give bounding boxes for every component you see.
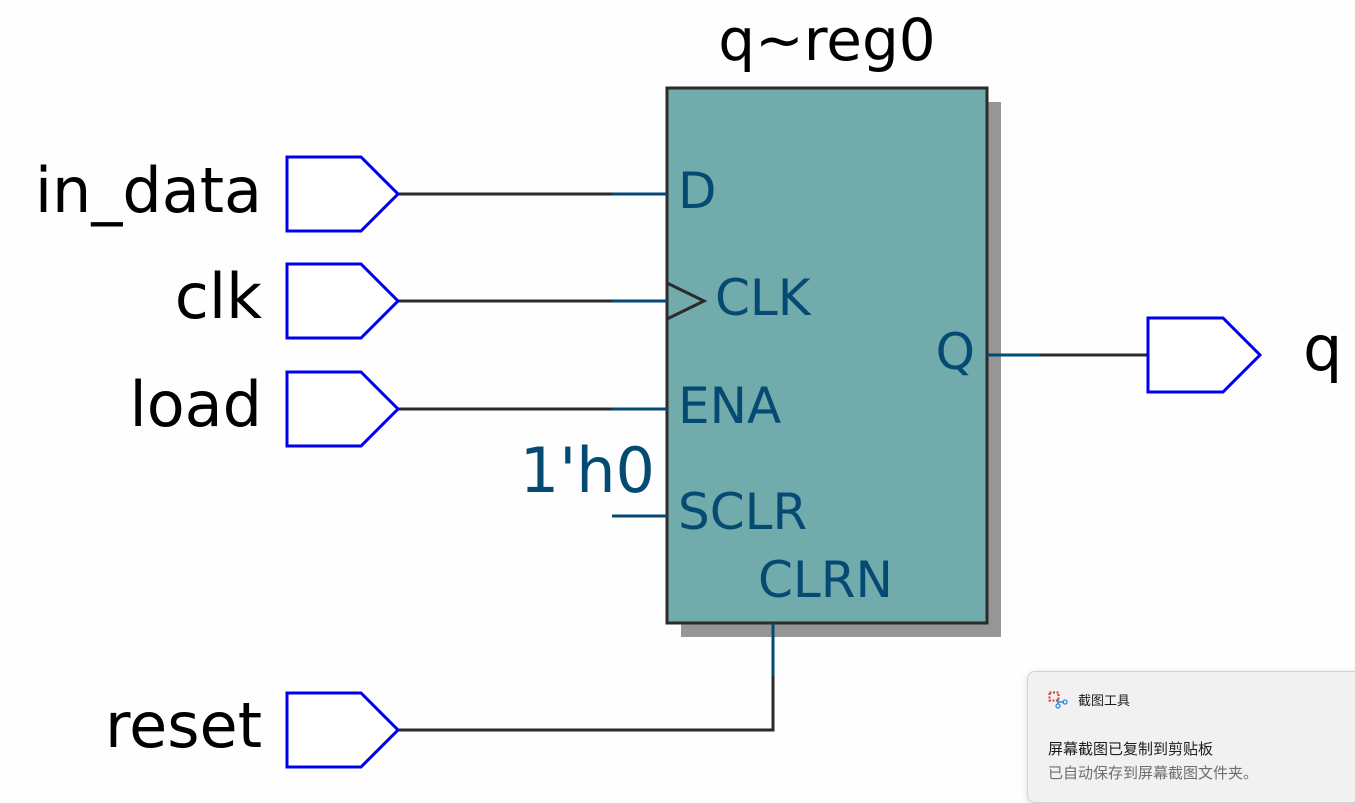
pin-ena-label: ENA [678,377,781,435]
input-port-clk[interactable]: clk [175,260,401,340]
output-port-label: q [1303,312,1342,385]
notification-toast[interactable]: 截图工具 屏幕截图已复制到剪贴板 已自动保存到屏幕截图文件夹。 [1027,671,1355,803]
input-port-label: reset [105,689,262,762]
clock-edge-icon [666,281,708,321]
toast-body: 已自动保存到屏幕截图文件夹。 [1048,764,1259,782]
pin-sclr-label: SCLR [678,483,807,541]
pin-d-label: D [678,162,717,220]
toast-app-name: 截图工具 [1078,694,1131,709]
input-port-label: clk [175,260,262,333]
pin-clrn-label: CLRN [758,551,893,609]
output-port-q[interactable]: q [1146,312,1342,394]
input-port-in-data[interactable]: in_data [35,154,401,233]
input-port-reset[interactable]: reset [105,689,401,769]
input-port-icon [285,370,401,448]
wire-reset [398,623,775,732]
input-port-label: in_data [35,154,262,227]
input-port-icon [285,262,401,340]
register-block[interactable] [665,86,989,625]
toast-header: 截图工具 [1048,690,1130,709]
input-port-icon [285,691,401,769]
constant-value: 1'h0 [520,434,655,507]
pin-clk-label: CLK [715,269,812,327]
toast-title: 屏幕截图已复制到剪贴板 [1048,740,1214,758]
input-port-label: load [129,368,262,441]
input-port-load[interactable]: load [129,368,401,448]
snipping-tool-icon [1048,691,1068,709]
pin-q-label: Q [936,323,975,381]
register-name: q~reg0 [718,6,935,74]
output-port-icon [1146,316,1263,394]
input-port-icon [285,155,401,233]
